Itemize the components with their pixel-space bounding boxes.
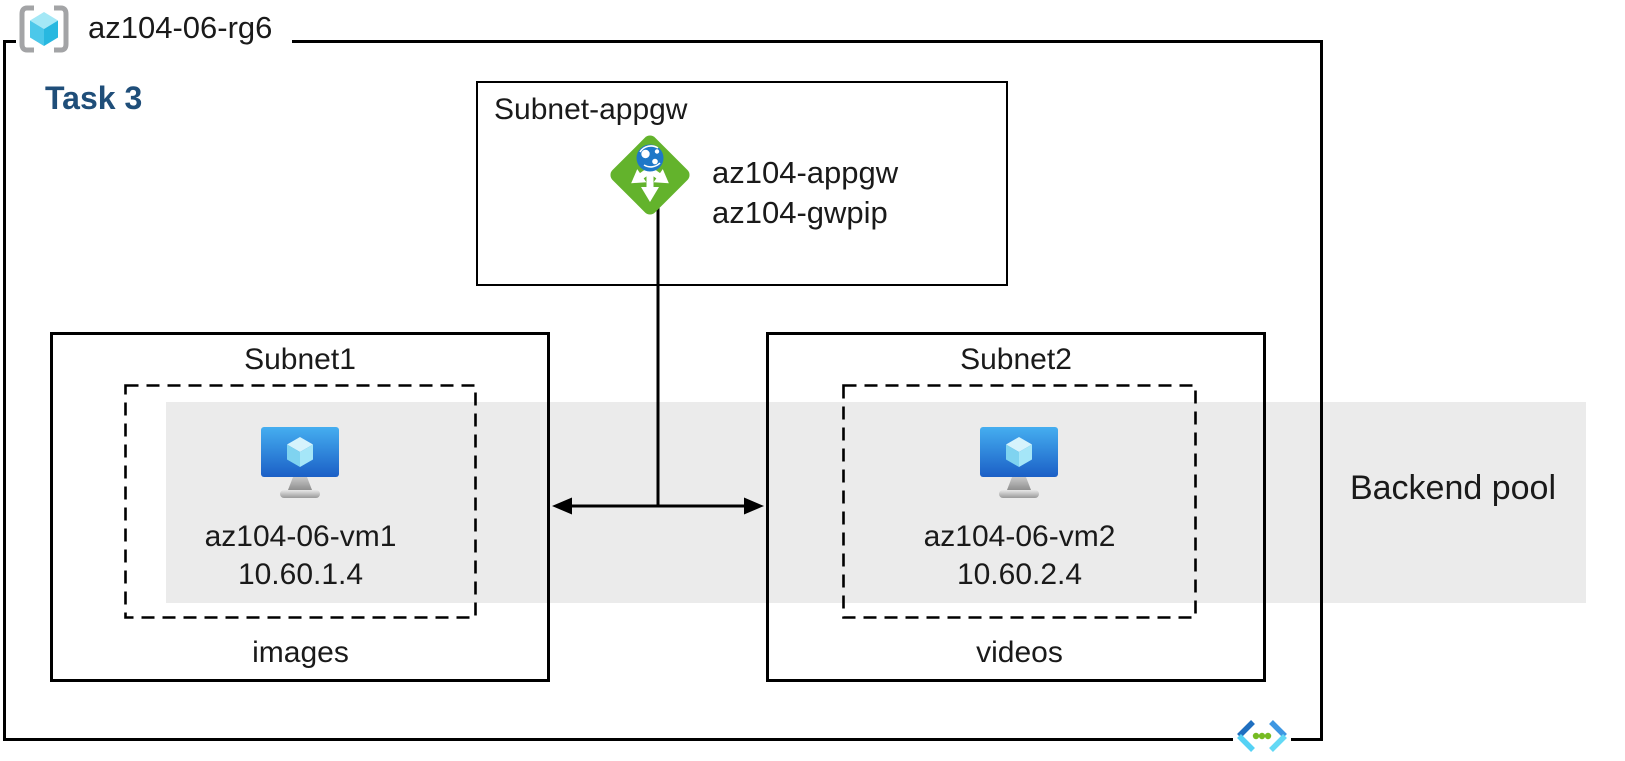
subnet1-box [50, 332, 550, 682]
virtual-network-icon [1237, 720, 1287, 752]
resource-group-title: az104-06-rg6 [88, 10, 273, 45]
resource-group-icon [19, 5, 69, 53]
vm2-ip: 10.60.2.4 [956, 558, 1083, 591]
vm1-virtual-machine-icon [261, 427, 339, 498]
vm2-virtual-machine-icon [980, 427, 1058, 498]
vm2-name: az104-06-vm2 [923, 520, 1116, 553]
vm2-labels: az104-06-vm2 10.60.2.4 [843, 518, 1196, 594]
appgw-name: az104-appgw [712, 155, 899, 190]
subnet2-container-label: videos [976, 636, 1063, 669]
subnet1-container-label: images [252, 636, 349, 669]
vm1-labels: az104-06-vm1 10.60.1.4 [125, 518, 476, 594]
application-gateway-icon [610, 135, 690, 215]
subnet2-title: Subnet2 [960, 343, 1072, 376]
vm1-ip: 10.60.1.4 [237, 558, 364, 591]
appgw-resource-names: az104-appgw az104-gwpip [712, 153, 898, 233]
backend-pool-label: Backend pool [1349, 469, 1557, 507]
task-heading: Task 3 [45, 80, 143, 116]
resource-group-box [3, 40, 1323, 741]
subnet2-box [766, 332, 1266, 682]
vm1-name: az104-06-vm1 [204, 520, 397, 553]
appgw-public-ip-name: az104-gwpip [712, 195, 888, 230]
appgw-subnet-title: Subnet-appgw [494, 93, 688, 126]
appgw-subnet-box [476, 81, 1008, 286]
subnet1-title: Subnet1 [244, 343, 356, 376]
